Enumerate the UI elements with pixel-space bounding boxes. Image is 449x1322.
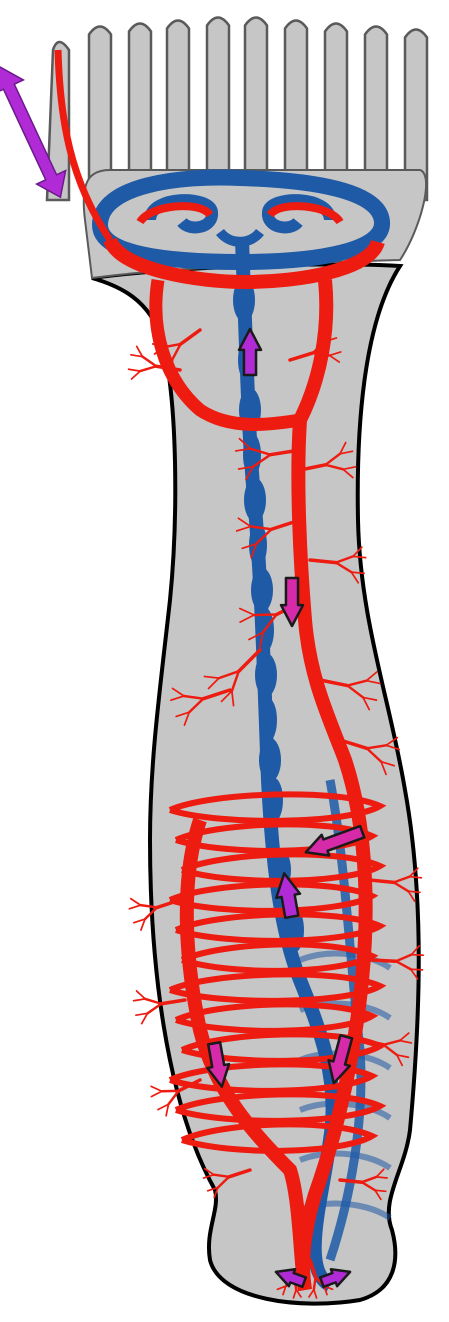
arterial-branch bbox=[314, 1277, 316, 1289]
venous-bead bbox=[259, 698, 277, 742]
venous-bead bbox=[259, 738, 281, 782]
venous-bead bbox=[255, 653, 277, 697]
arterial-branch bbox=[132, 371, 141, 379]
arterial-branch bbox=[129, 369, 141, 371]
arterial-branch bbox=[142, 357, 156, 367]
arterial-branch bbox=[131, 899, 141, 906]
arterial-branch bbox=[372, 960, 396, 961]
venous-bead bbox=[244, 478, 266, 522]
arterial-branch bbox=[375, 1190, 386, 1191]
arterial-branch bbox=[411, 955, 423, 956]
arterial-branch bbox=[137, 991, 146, 999]
arterial-branch bbox=[408, 891, 420, 892]
arterial-branch bbox=[410, 877, 422, 878]
venous-bead bbox=[265, 778, 283, 822]
arterial-branch bbox=[134, 999, 146, 1001]
arterial-branch bbox=[140, 366, 156, 371]
arterial-branch bbox=[411, 969, 423, 970]
arterial-branch bbox=[129, 905, 140, 909]
arterial-branch bbox=[151, 1091, 161, 1096]
arterial-branch bbox=[376, 1177, 387, 1178]
venous-bead bbox=[251, 568, 273, 612]
arterial-branch bbox=[340, 1180, 362, 1182]
arterial-branch bbox=[151, 1086, 162, 1091]
arterial-branch bbox=[370, 880, 394, 882]
